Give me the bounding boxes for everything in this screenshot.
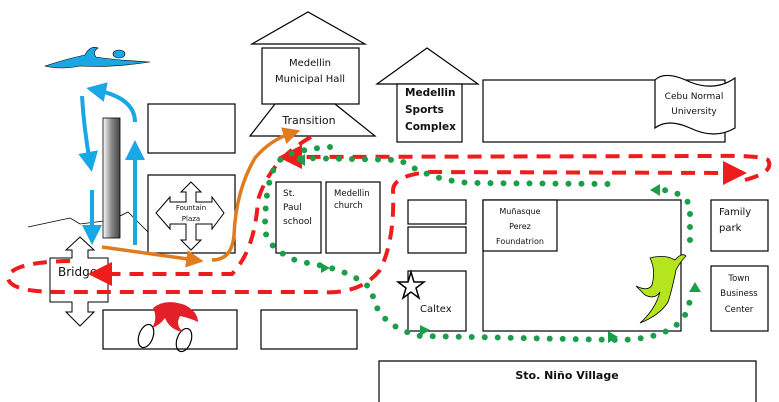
cyclist-icon xyxy=(137,302,198,353)
fountain-plaza-label-2: Plaza xyxy=(182,215,200,223)
st-paul-label-2: Paul xyxy=(283,203,302,213)
town-business-center: Town Business Center xyxy=(710,265,769,332)
cebu-normal-banner: Cebu Normal University xyxy=(654,74,736,135)
town-business-label-1: Town xyxy=(727,274,749,284)
transition-label: Transition xyxy=(281,114,335,127)
municipal-hall: Medellin Municipal Hall xyxy=(249,11,368,105)
run-route xyxy=(261,144,693,344)
sports-complex-label-1: Medellin xyxy=(405,87,455,99)
building-block xyxy=(407,226,467,254)
munasque-perez-foundation: Muñasque Perez Foundatrion xyxy=(482,199,682,332)
bike-route xyxy=(5,135,772,295)
family-park: Family park xyxy=(710,199,769,252)
medellin-church: Medellin church xyxy=(325,181,381,254)
fountain-plaza: Fountain Plaza xyxy=(147,174,236,254)
shoreline xyxy=(27,211,149,233)
bridge: Bridge xyxy=(49,236,109,327)
building-block xyxy=(407,199,467,225)
swimmer-icon xyxy=(43,47,151,69)
run-direction-arrows xyxy=(296,154,701,343)
church-label-2: church xyxy=(334,201,363,211)
sto-nino-label: Sto. Niño Village xyxy=(515,369,618,382)
municipal-hall-label-1: Medellin xyxy=(289,58,331,69)
family-park-label-1: Family xyxy=(719,207,751,218)
bridge-label: Bridge xyxy=(58,265,97,279)
fountain-plaza-label-1: Fountain xyxy=(176,204,206,212)
star-icon xyxy=(395,269,427,300)
building-block xyxy=(260,309,358,350)
church-label-1: Medellin xyxy=(334,189,370,199)
swim-route xyxy=(78,82,145,245)
transition-route xyxy=(101,127,301,268)
town-business-label-3: Center xyxy=(725,305,754,315)
cebu-normal-label-1: Cebu Normal xyxy=(665,92,724,102)
munasque-label-1: Muñasque xyxy=(499,207,540,216)
st-paul-school: St. Paul school xyxy=(275,181,322,254)
municipal-hall-label-2: Municipal Hall xyxy=(275,74,345,85)
sports-complex-label-2: Sports xyxy=(405,104,444,116)
sports-complex: Medellin Sports Complex xyxy=(375,47,480,143)
family-park-label-2: park xyxy=(719,223,742,234)
transition-area: Transition xyxy=(248,103,377,137)
caltex-label: Caltex xyxy=(420,304,452,315)
st-paul-label-3: school xyxy=(283,217,312,227)
sports-complex-label-3: Complex xyxy=(405,121,456,133)
cebu-normal-label-2: University xyxy=(671,107,717,117)
st-paul-label-1: St. xyxy=(283,189,295,199)
runner-icon xyxy=(635,254,687,324)
building-block xyxy=(147,103,236,154)
munasque-label-3: Foundatrion xyxy=(496,237,544,246)
sto-nino-village: Sto. Niño Village xyxy=(378,360,757,402)
town-business-label-2: Business xyxy=(720,289,758,299)
pier-pillar xyxy=(102,117,121,239)
munasque-label-2: Perez xyxy=(509,222,531,231)
caltex: Caltex xyxy=(407,270,467,332)
